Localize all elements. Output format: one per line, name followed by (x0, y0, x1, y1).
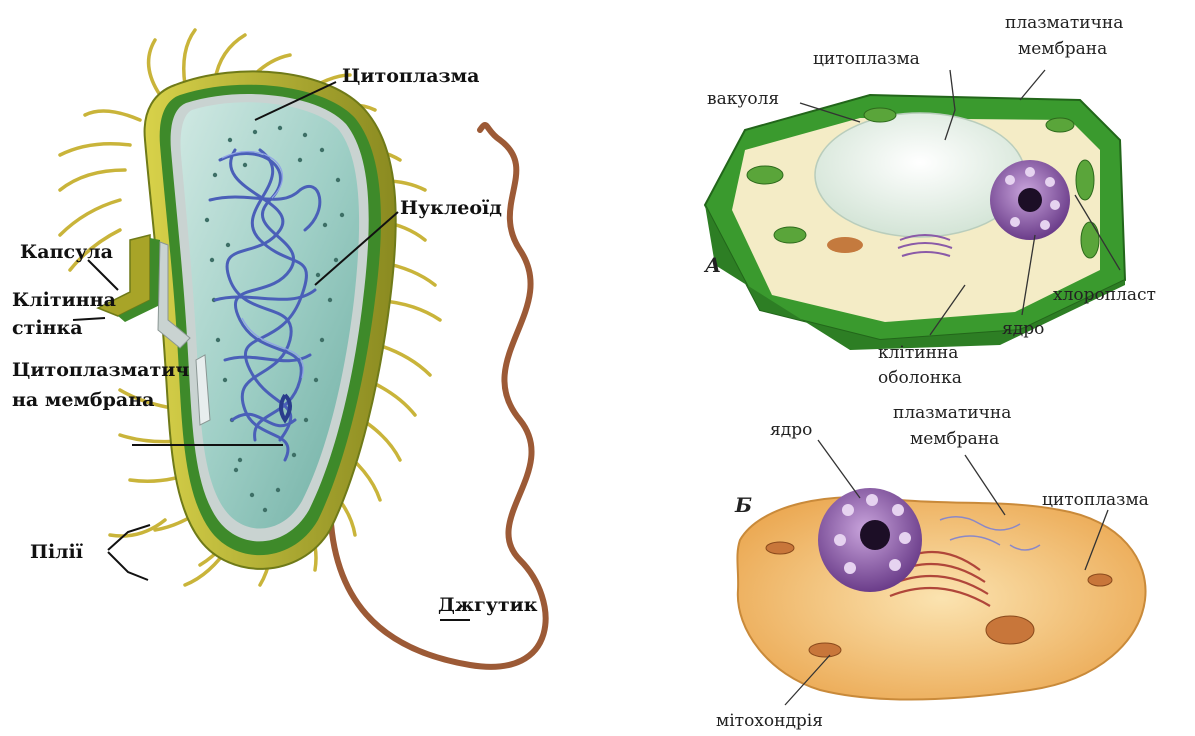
label-membrane-line1: Цитоплазматич (12, 359, 189, 381)
label-cytoplasm-plant: цитоплазма (813, 49, 920, 69)
plant-cell: А цитоплазма плазматична мембрана вакуол… (703, 13, 1156, 388)
label-cell-envelope-line1: клітинна (878, 343, 958, 363)
plant-mitochondrion (827, 237, 863, 253)
label-membrane-line2: на мембрана (12, 389, 154, 411)
label-plasma-membrane-animal-line2: мембрана (910, 429, 999, 449)
label-pili: Пілії (30, 541, 84, 563)
label-vacuole: вакуоля (707, 89, 779, 109)
animal-cell-body (737, 497, 1145, 700)
label-nucleus-plant: ядро (1002, 319, 1044, 339)
label-mitochondrion: мітохондрія (716, 711, 823, 731)
label-capsule: Капсула (20, 241, 113, 263)
label-cell-envelope-line2: оболонка (878, 368, 962, 388)
label-cell-wall-line2: стінка (12, 317, 83, 339)
label-cytoplasm-bacterium: Цитоплазма (342, 65, 479, 87)
label-nucleoid: Нуклеоїд (400, 197, 502, 219)
bacterium: Цитоплазма Нуклеоїд Капсула Клітинна сті… (12, 30, 546, 667)
label-cell-wall-line1: Клітинна (12, 289, 116, 311)
label-flagellum: Джгутик (438, 594, 538, 616)
animal-cell-letter: Б (734, 493, 752, 517)
label-plasma-membrane-plant-line2: мембрана (1018, 39, 1107, 59)
animal-cell: Б ядро плазматична мембрана цитоплазма м… (716, 403, 1149, 731)
plant-nucleolus (1018, 188, 1042, 212)
label-chloroplast: хлоропласт (1053, 285, 1156, 305)
vacuole (815, 113, 1025, 237)
animal-nucleolus (860, 520, 890, 550)
label-plasma-membrane-plant-line1: плазматична (1005, 13, 1123, 33)
plant-cell-letter: А (703, 253, 721, 277)
label-cytoplasm-animal: цитоплазма (1042, 490, 1149, 510)
label-plasma-membrane-animal-line1: плазматична (893, 403, 1011, 423)
label-nucleus-animal: ядро (770, 420, 812, 440)
